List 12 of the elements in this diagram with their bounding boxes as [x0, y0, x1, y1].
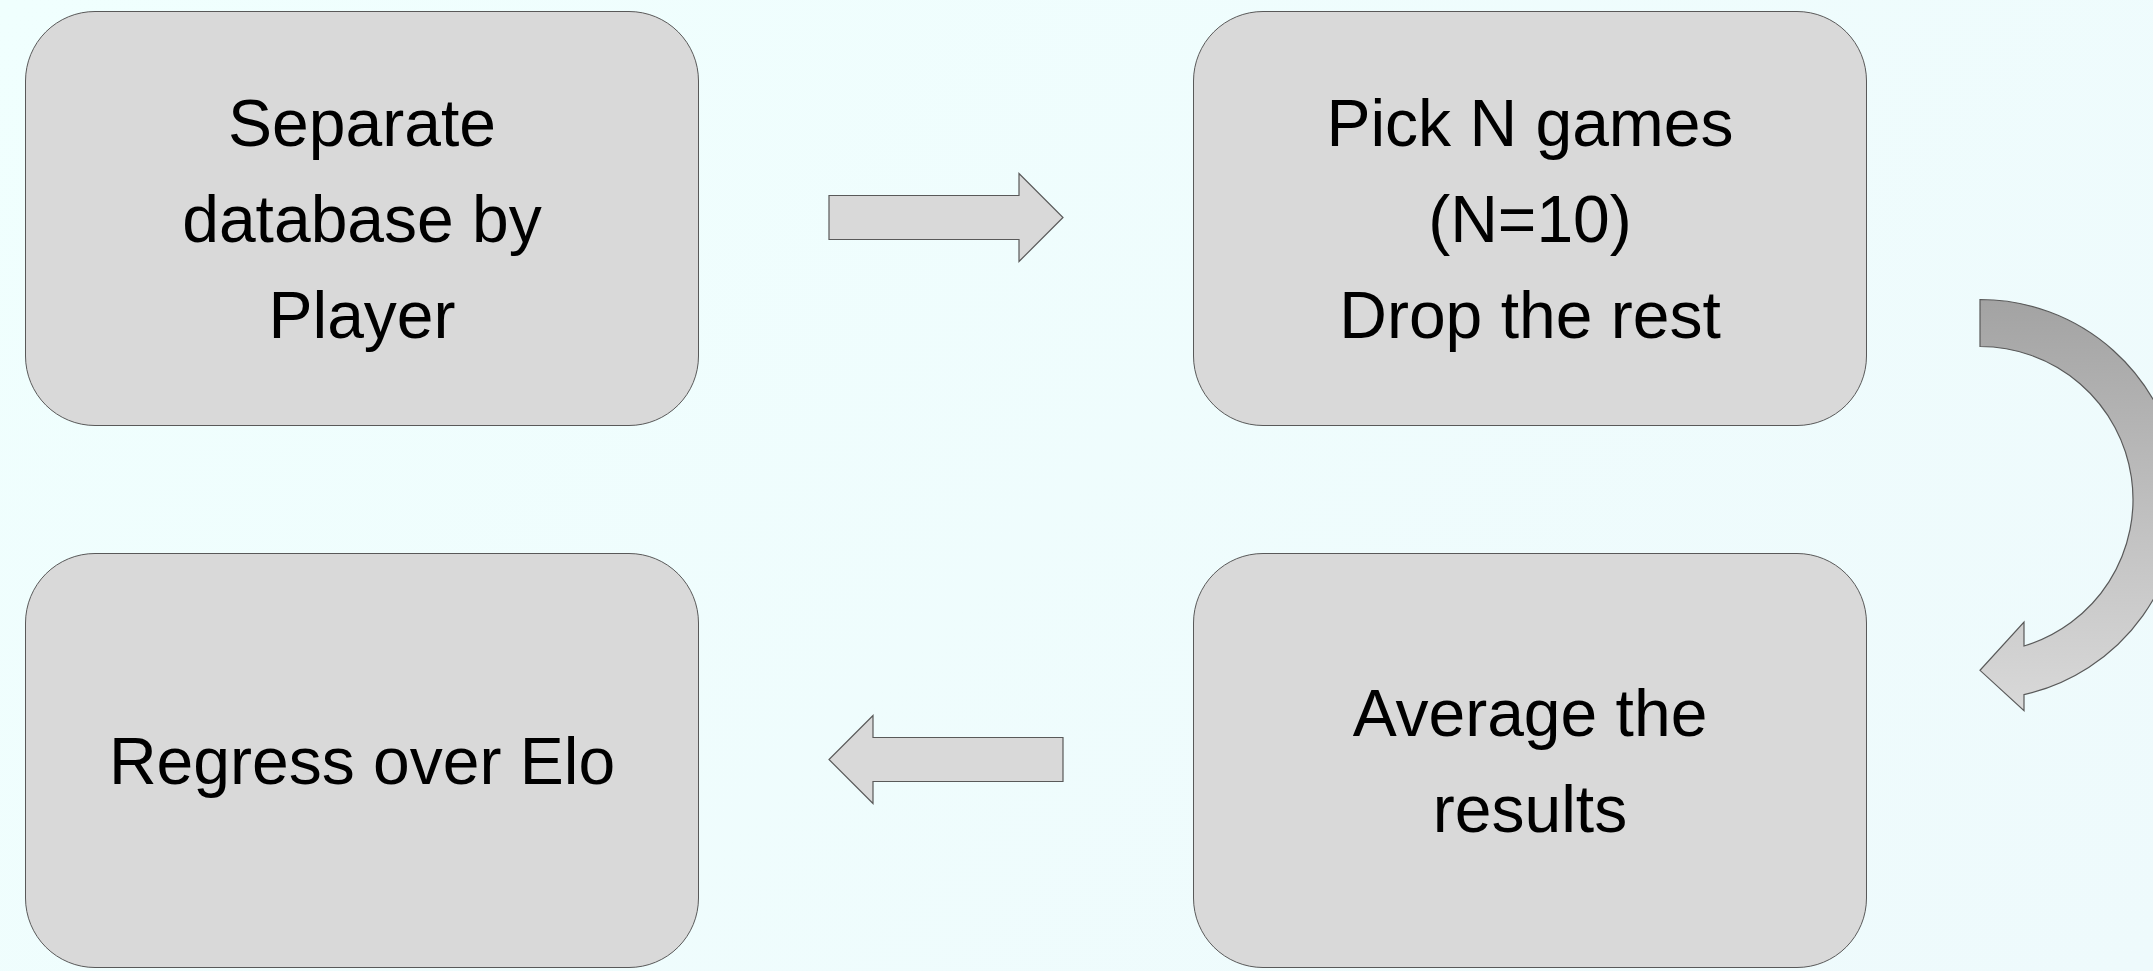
step-text: Regress over Elo	[108, 722, 616, 800]
block-arrow	[828, 714, 1064, 805]
step-text: Separate database by Player	[181, 84, 543, 354]
process-box	[25, 11, 699, 426]
step-text: Average the results	[1351, 674, 1709, 848]
block-arrow	[828, 172, 1064, 263]
curved-block-arrow	[1979, 298, 2153, 712]
step-text: Drop the rest	[1339, 276, 1721, 354]
process-box	[1193, 553, 1867, 968]
step-text: Pick N games (N=10)	[1325, 84, 1735, 258]
process-box	[1193, 11, 1867, 426]
process-box	[25, 553, 699, 968]
